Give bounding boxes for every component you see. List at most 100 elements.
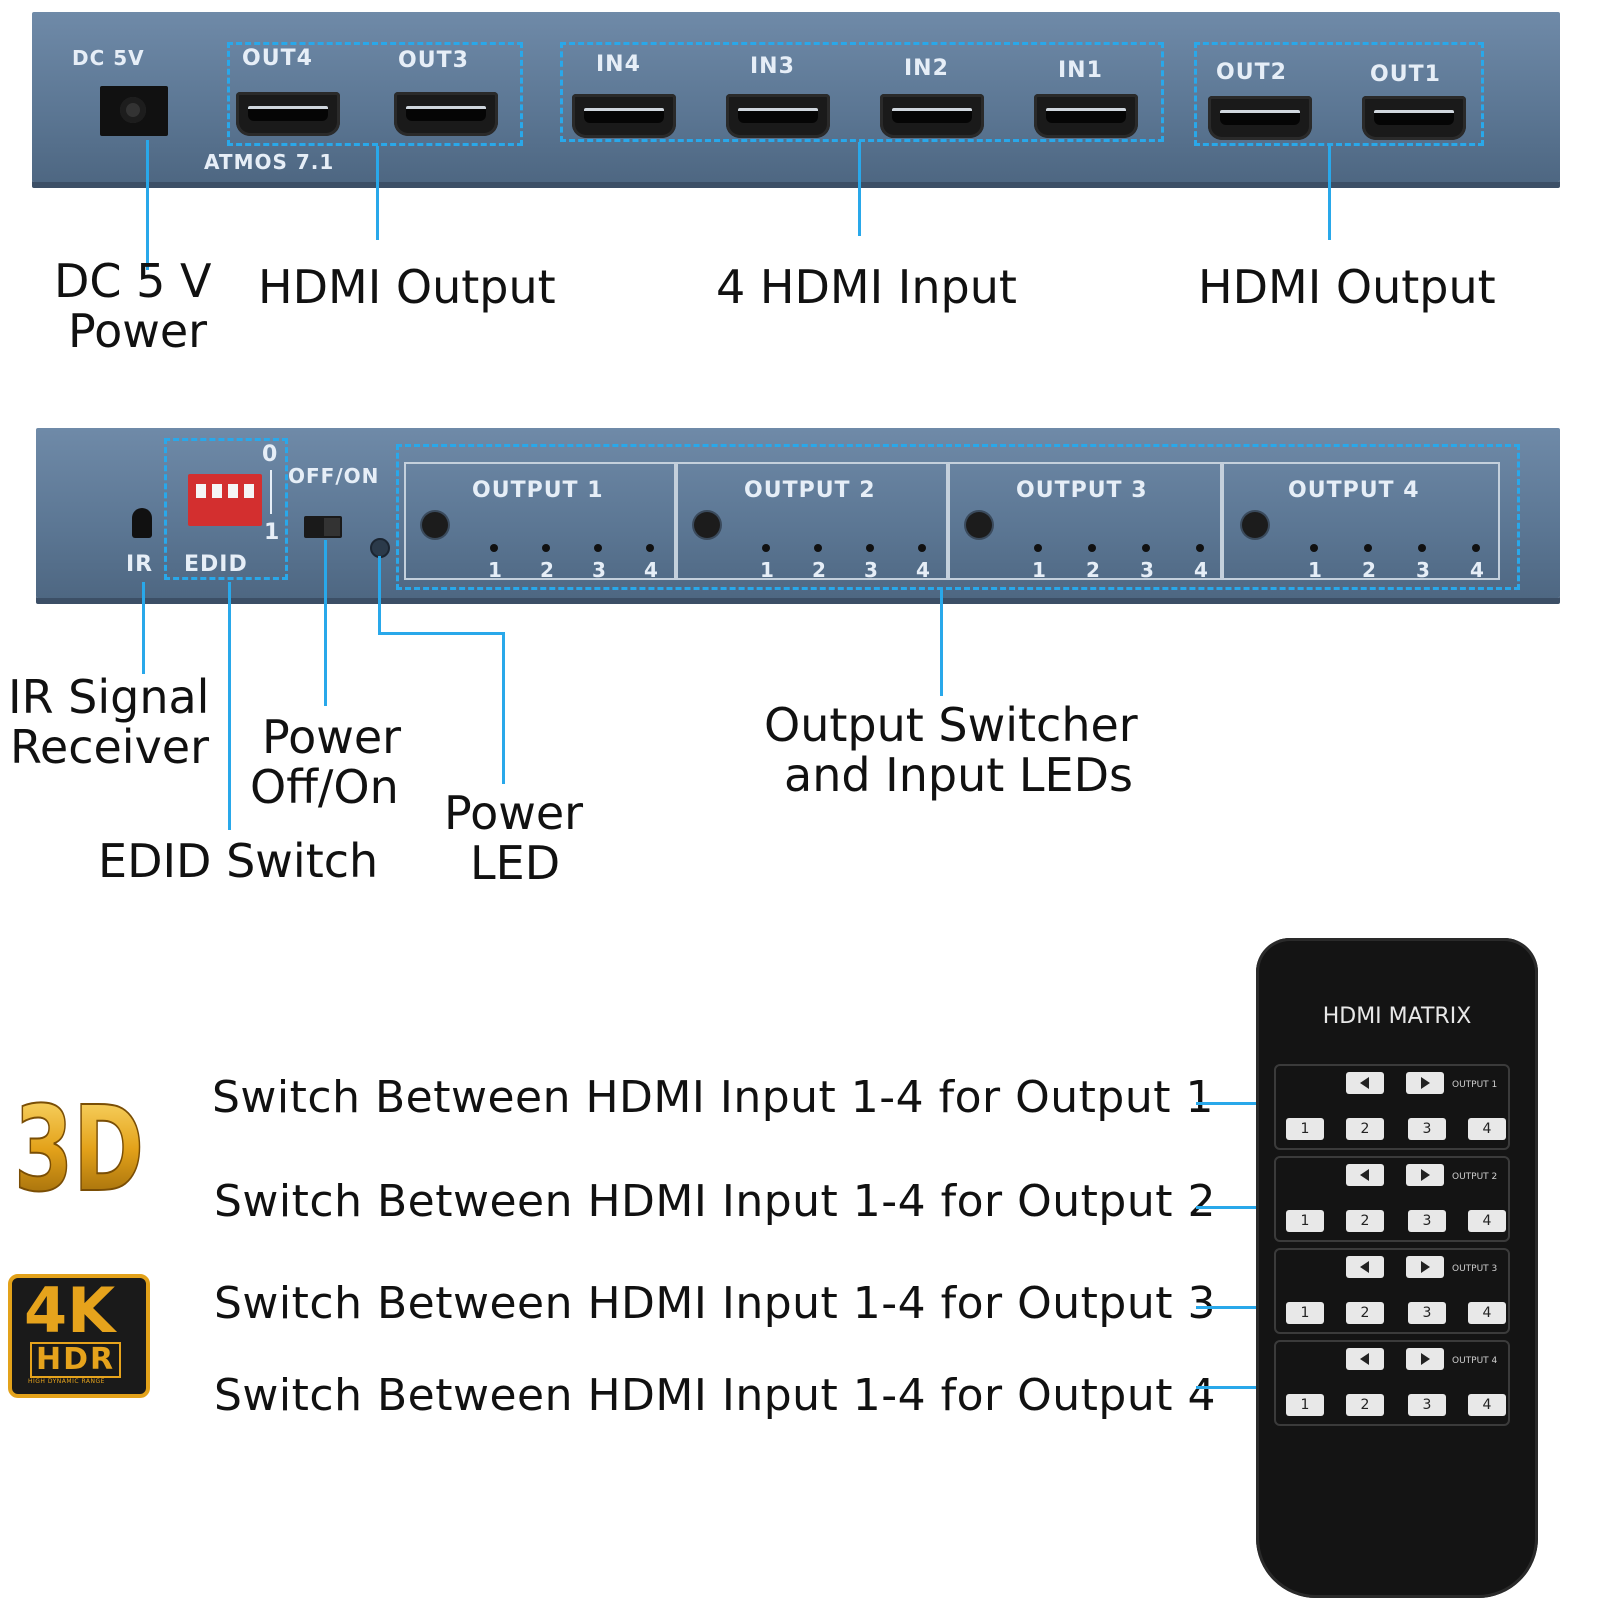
remote-callout-line-1 [1196,1102,1272,1105]
remote-output-1-left-arrow-button[interactable] [1346,1072,1384,1094]
hdmi-port-out2[interactable] [1208,96,1312,140]
dip-key-icon [196,484,206,498]
port-label-out2: OUT2 [1216,60,1287,85]
hdmi-port-in4[interactable] [572,94,676,138]
callout-line-input [858,142,861,236]
remote-section-output-1: OUTPUT 1 1 2 3 4 [1274,1064,1510,1150]
output-4-led-number: 1 [1308,558,1322,582]
remote-output-4-key-1[interactable]: 1 [1286,1394,1324,1416]
remote-output-1-key-3[interactable]: 3 [1408,1118,1446,1140]
power-led-callout-line2: LED [470,836,561,890]
hdmi-port-out4[interactable] [236,92,340,136]
remote-title: HDMI MATRIX [1322,1004,1472,1029]
callout-line-output-right [1328,146,1331,240]
output-4-select-button[interactable] [1242,512,1268,538]
hdmi-port-in2[interactable] [880,94,984,138]
callout-line-dc [146,140,149,270]
hdmi-port-out1[interactable] [1362,96,1466,140]
edid-group [164,438,288,580]
hdmi-output-left-callout: HDMI Output [258,260,556,314]
output-1-led-number: 3 [592,558,606,582]
callout-line-power-switch [324,540,327,706]
callout-line-output-left [376,146,379,240]
hdmi-port-in3[interactable] [726,94,830,138]
remote-output-3-label: OUTPUT 3 [1452,1264,1498,1274]
remote-output-3-key-3[interactable]: 3 [1408,1302,1446,1324]
edid-one-label: 1 [264,520,281,545]
edid-zero-label: 0 [262,442,279,467]
ir-receiver-window [132,508,152,538]
remote-output-3-key-1[interactable]: 1 [1286,1302,1324,1324]
remote-callout-line-2 [1196,1206,1272,1209]
output-3-led-3 [1142,544,1150,552]
output-2-led-number: 2 [812,558,826,582]
output-1-select-button[interactable] [422,512,448,538]
ir-callout-line1: IR Signal [8,670,210,724]
output-1-led-number: 1 [488,558,502,582]
remote-output-1-key-1[interactable]: 1 [1286,1118,1324,1140]
left-arrow-icon [1360,1077,1369,1089]
edid-silk-label: EDID [184,552,248,577]
port-label-out3: OUT3 [398,48,469,73]
remote-output-3-key-4[interactable]: 4 [1468,1302,1506,1324]
remote-output-2-key-2[interactable]: 2 [1346,1210,1384,1232]
output-2-led-1 [762,544,770,552]
remote-output-4-key-4[interactable]: 4 [1468,1394,1506,1416]
output-2-led-4 [918,544,926,552]
remote-output-1-key-2[interactable]: 2 [1346,1118,1384,1140]
remote-callout-line-3 [1196,1306,1272,1309]
remote-output-3-right-arrow-button[interactable] [1406,1256,1444,1278]
output-3-label: OUTPUT 3 [1016,478,1148,503]
remote-output-2-key-1[interactable]: 1 [1286,1210,1324,1232]
remote-output-3-left-arrow-button[interactable] [1346,1256,1384,1278]
right-arrow-icon [1421,1261,1430,1273]
edid-dip-switch[interactable] [188,474,262,526]
switch-line-output-2: Switch Between HDMI Input 1-4 for Output… [214,1176,1216,1227]
output-4-led-number: 3 [1416,558,1430,582]
callout-line-power-led-a [378,556,381,634]
output-group-4: OUTPUT 4 1 2 3 4 [1222,462,1500,582]
hdmi-port-in1[interactable] [1034,94,1138,138]
dip-key-icon [228,484,238,498]
power-toggle-switch[interactable] [304,516,342,538]
output-group-1: OUTPUT 1 1 2 3 4 [404,462,676,582]
remote-output-2-key-3[interactable]: 3 [1408,1210,1446,1232]
front-panel [36,428,1560,598]
callout-line-ir [142,582,145,674]
callout-line-power-led-b [378,632,504,635]
output-2-led-2 [814,544,822,552]
remote-output-4-key-2[interactable]: 2 [1346,1394,1384,1416]
output-3-select-button[interactable] [966,512,992,538]
remote-output-4-right-arrow-button[interactable] [1406,1348,1444,1370]
edid-scale-line [270,470,272,514]
right-arrow-icon [1421,1169,1430,1181]
hdr-badge-subtext: HIGH DYNAMIC RANGE [28,1378,105,1385]
output-switcher-group [396,444,1520,590]
output-2-select-button[interactable] [694,512,720,538]
power-switch-callout-line2: Off/On [250,760,399,814]
remote-output-1-key-4[interactable]: 4 [1468,1118,1506,1140]
remote-output-4-label: OUTPUT 4 [1452,1356,1498,1366]
output-1-label: OUTPUT 1 [472,478,604,503]
dc-power-jack [100,86,168,136]
dc-5v-silk-label: DC 5V [72,46,145,70]
remote-control: HDMI MATRIX OUTPUT 1 1 2 3 4 OUTPUT 2 1 … [1256,938,1538,1598]
hdmi-port-out3[interactable] [394,92,498,136]
dip-key-icon [244,484,254,498]
port-label-in2: IN2 [904,56,949,81]
remote-output-4-left-arrow-button[interactable] [1346,1348,1384,1370]
remote-output-1-right-arrow-button[interactable] [1406,1072,1444,1094]
remote-output-2-left-arrow-button[interactable] [1346,1164,1384,1186]
dc-power-callout-line1: DC 5 V [54,254,212,308]
remote-output-4-key-3[interactable]: 3 [1408,1394,1446,1416]
output-4-led-4 [1472,544,1480,552]
switch-line-output-3: Switch Between HDMI Input 1-4 for Output… [214,1278,1216,1329]
remote-output-3-key-2[interactable]: 2 [1346,1302,1384,1324]
port-label-out4: OUT4 [242,46,313,71]
3d-badge-icon: 3D [13,1079,145,1219]
remote-output-2-key-4[interactable]: 4 [1468,1210,1506,1232]
hdr-badge-text: HDR [30,1342,122,1378]
output-4-label: OUTPUT 4 [1288,478,1420,503]
callout-line-edid [228,582,231,830]
remote-output-2-right-arrow-button[interactable] [1406,1164,1444,1186]
